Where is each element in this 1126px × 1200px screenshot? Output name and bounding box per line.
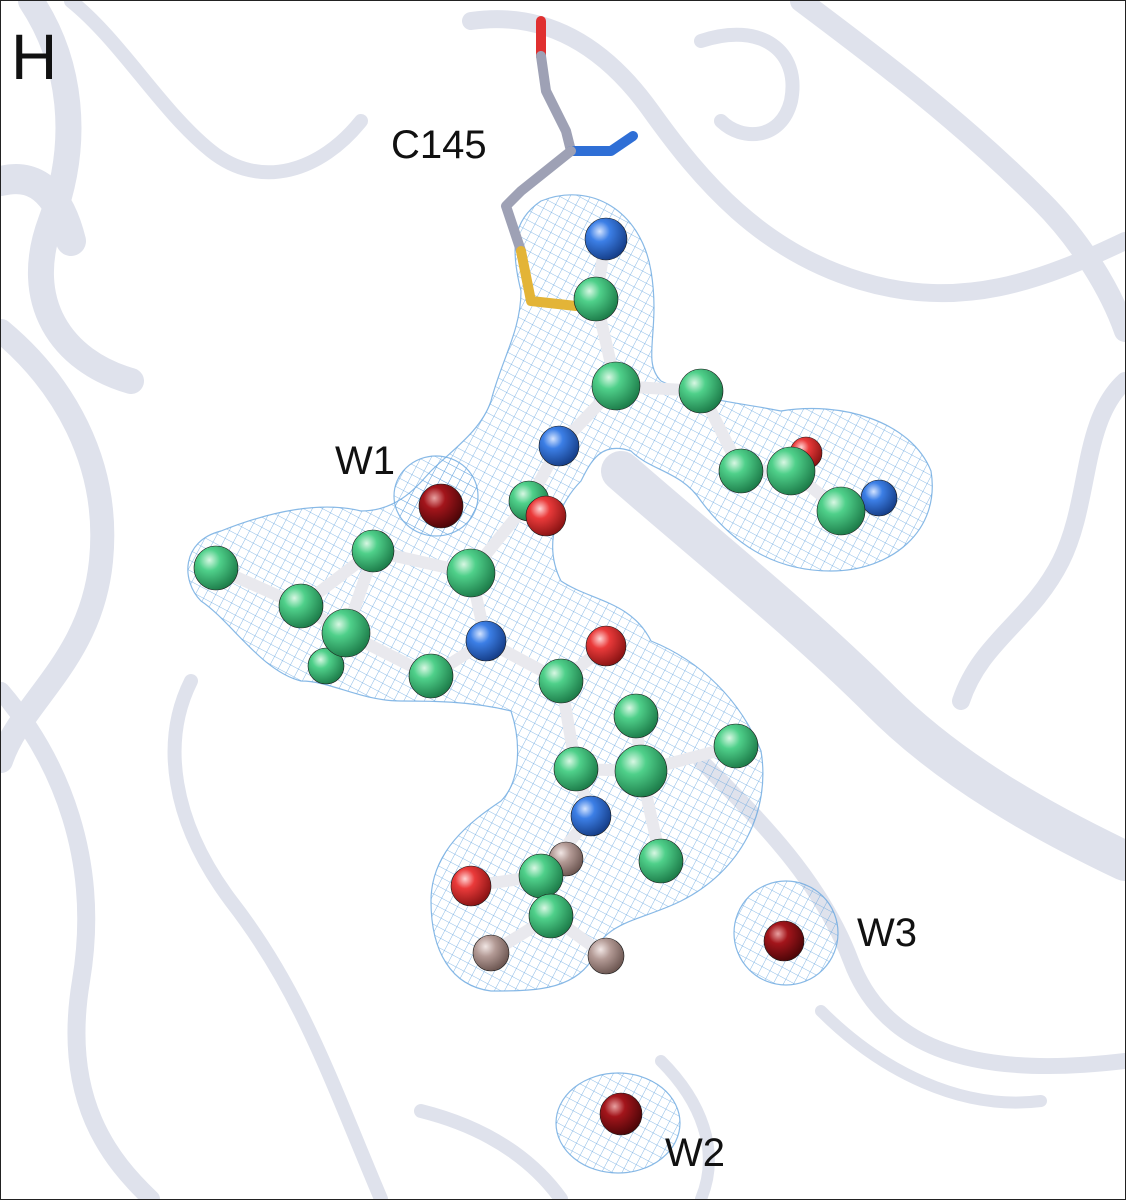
water-label-w1: W1: [335, 439, 395, 483]
atom-carbon: [408, 653, 454, 699]
atom-halogen: [587, 937, 625, 975]
atom-carbon: [816, 486, 866, 536]
atom-oxygen: [585, 625, 627, 667]
atom-nitrogen: [465, 620, 507, 662]
atom-carbon: [678, 368, 724, 414]
atom-nitrogen: [860, 479, 898, 517]
atom-carbon: [553, 746, 599, 792]
atom-carbon: [718, 448, 764, 494]
atom-nitrogen: [584, 217, 628, 261]
water-w3: [763, 920, 805, 962]
atom-oxygen: [450, 865, 492, 907]
atom-carbon: [278, 583, 324, 629]
water-label-w2: W2: [665, 1131, 725, 1175]
atom-carbon: [446, 548, 496, 598]
atom-carbon: [518, 853, 564, 899]
atom-carbon: [638, 838, 684, 884]
atom-carbon: [573, 276, 619, 322]
water-molecules: [418, 483, 805, 1136]
water-w1: [418, 483, 464, 529]
ligand-atoms: [193, 217, 898, 975]
atom-nitrogen: [538, 425, 580, 467]
atom-carbon: [193, 545, 239, 591]
water-label-w3: W3: [857, 911, 917, 955]
atom-carbon: [613, 693, 659, 739]
atom-carbon: [307, 647, 345, 685]
atom-halogen: [472, 934, 510, 972]
atom-carbon: [321, 608, 371, 658]
atom-carbon: [713, 723, 759, 769]
residue-label-c145: C145: [391, 123, 487, 167]
atom-carbon: [591, 361, 641, 411]
atom-carbon: [538, 658, 584, 704]
atom-oxygen: [525, 495, 567, 537]
atom-carbon: [351, 529, 395, 573]
panel-letter: H: [11, 21, 58, 93]
water-w2: [599, 1092, 643, 1136]
atom-carbon: [766, 446, 816, 496]
atom-carbon: [614, 744, 668, 798]
c145-side-chain: [501, 16, 638, 311]
atom-nitrogen: [570, 795, 612, 837]
atom-carbon: [528, 893, 574, 939]
